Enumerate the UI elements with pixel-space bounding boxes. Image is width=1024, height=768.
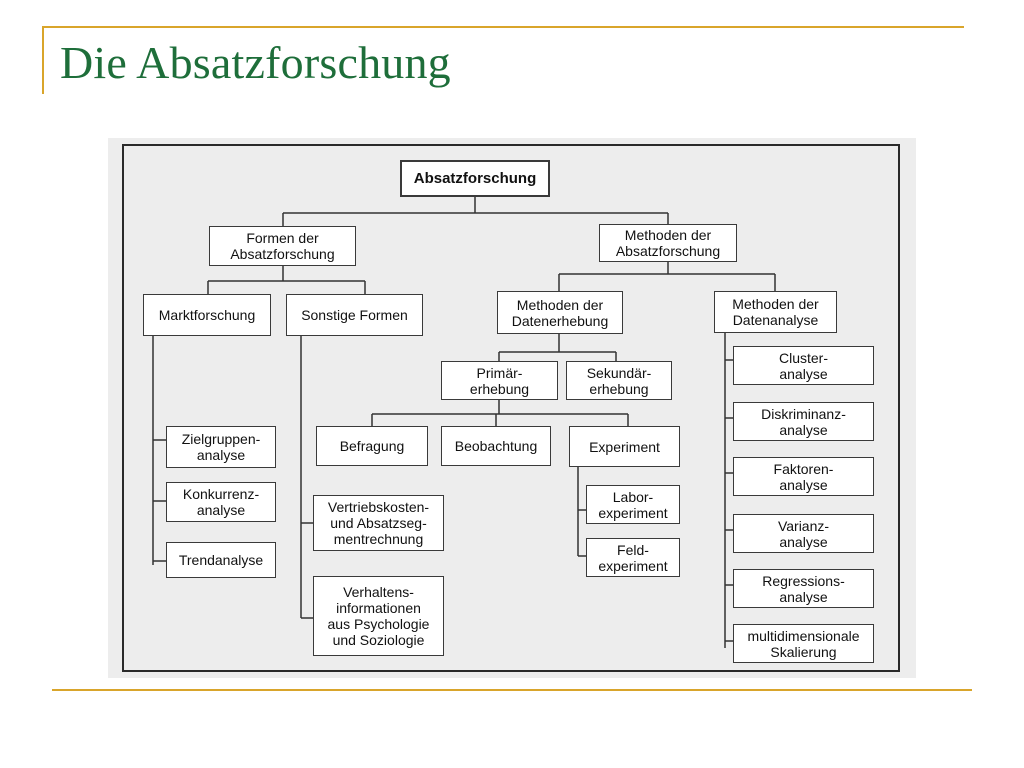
node-laborexperiment: Labor- experiment [586, 485, 680, 524]
node-methoden-der-datenerhebung: Methoden der Datenerhebung [497, 291, 623, 334]
node-varianzanalyse: Varianz- analyse [733, 514, 874, 553]
node-regressionsanalyse: Regressions- analyse [733, 569, 874, 608]
node-methoden-der-datenanalyse: Methoden der Datenanalyse [714, 291, 837, 333]
slide-title: Die Absatzforschung [60, 37, 451, 88]
node-diskriminanzanalyse: Diskriminanz- analyse [733, 402, 874, 441]
diagram-frame [122, 144, 900, 672]
node-marktforschung: Marktforschung [143, 294, 271, 336]
node-trendanalyse: Trendanalyse [166, 542, 276, 578]
accent-line-vertical [42, 26, 44, 94]
node-konkurrenzanalyse: Konkurrenz- analyse [166, 482, 276, 522]
accent-line-bottom [52, 689, 972, 691]
node-primaererhebung: Primär- erhebung [441, 361, 558, 400]
node-sonstige-formen: Sonstige Formen [286, 294, 423, 336]
connector-lines [152, 197, 776, 648]
node-multidimensionale-skalierung: multidimensionale Skalierung [733, 624, 874, 663]
node-absatzforschung: Absatzforschung [400, 160, 550, 197]
node-beobachtung: Beobachtung [441, 426, 551, 466]
node-experiment: Experiment [569, 426, 680, 467]
node-formen-der-absatzforschung: Formen der Absatzforschung [209, 226, 356, 266]
accent-line-top [42, 26, 964, 28]
node-zielgruppenanalyse: Zielgruppen- analyse [166, 426, 276, 468]
node-befragung: Befragung [316, 426, 428, 466]
node-vertriebskosten-absatzsegmentrechnung: Vertriebskosten- und Absatzseg- mentrech… [313, 495, 444, 551]
node-methoden-der-absatzforschung: Methoden der Absatzforschung [599, 224, 737, 262]
node-faktorenanalyse: Faktoren- analyse [733, 457, 874, 496]
node-verhaltensinformationen: Verhaltens- informationen aus Psychologi… [313, 576, 444, 656]
node-clusteranalyse: Cluster- analyse [733, 346, 874, 385]
diagram-scan: Absatzforschung Formen der Absatzforschu… [108, 138, 916, 678]
node-sekundaererhebung: Sekundär- erhebung [566, 361, 672, 400]
node-feldexperiment: Feld- experiment [586, 538, 680, 577]
